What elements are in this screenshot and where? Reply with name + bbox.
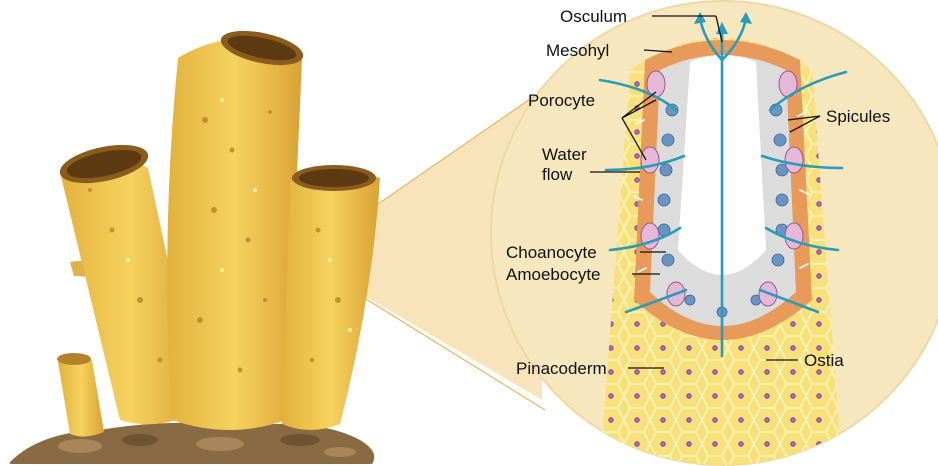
label-osculum: Osculum [560,7,627,26]
center-sponge-tube [167,39,302,430]
label-choanocyte: Choanocyte [506,243,597,262]
label-water-flow-1: Water [542,145,587,164]
small-sponge-tube [58,356,104,436]
cross-section [600,12,846,466]
label-spicules: Spicules [826,107,890,126]
label-mesohyl: Mesohyl [546,41,609,60]
right-sponge-tube [282,171,380,430]
label-water-flow-2: flow [542,165,573,184]
label-pinacoderm: Pinacoderm [516,359,607,378]
label-amoebocyte: Amoebocyte [506,265,601,284]
label-ostia: Ostia [804,351,844,370]
label-porocyte: Porocyte [528,91,595,110]
sponge-colony [10,25,380,464]
